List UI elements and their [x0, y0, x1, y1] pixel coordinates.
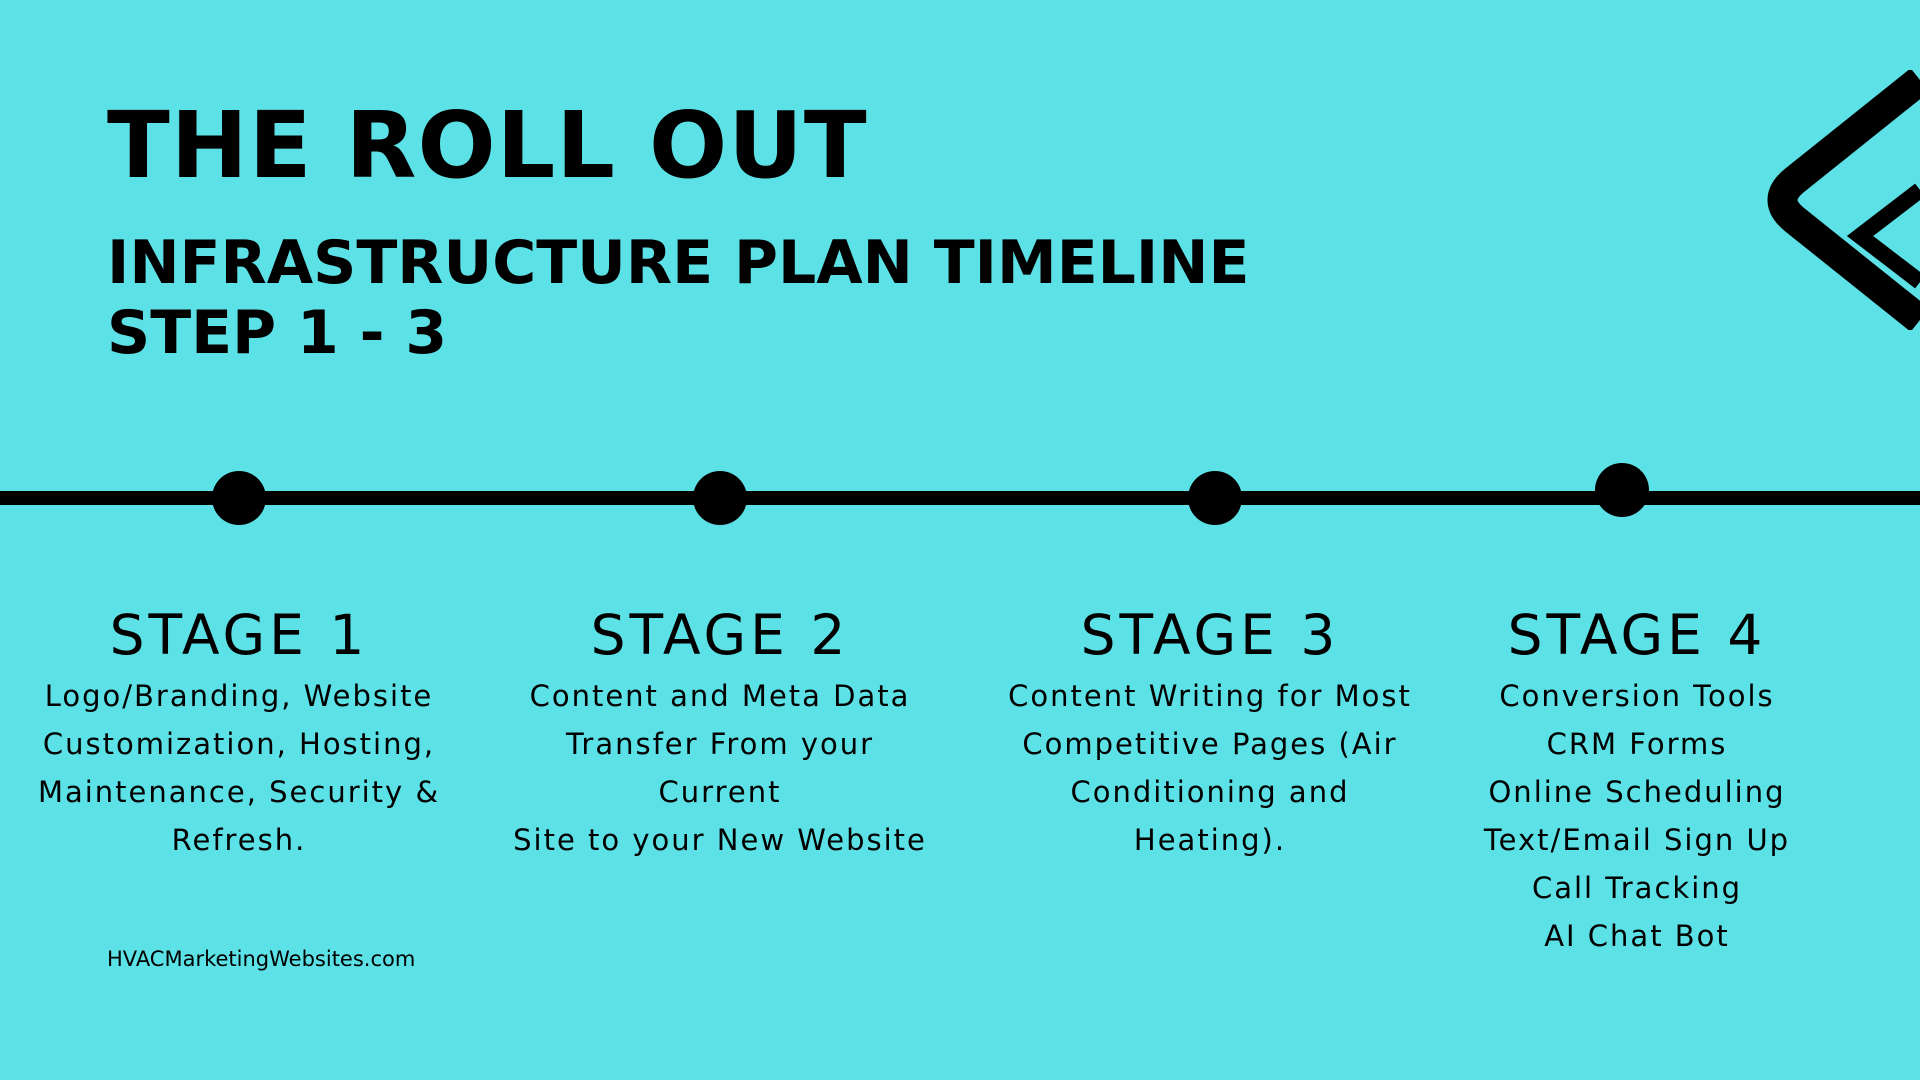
timeline-line [0, 491, 1920, 505]
stage-2: STAGE 2 Content and Meta Data Transfer F… [500, 600, 940, 864]
website-url: HVACMarketingWebsites.com [107, 947, 416, 971]
stage-title: STAGE 3 [1080, 603, 1340, 667]
stage-description: Conversion Tools CRM Forms Online Schedu… [1483, 679, 1791, 953]
stage-description: Logo/Branding, Website Customization, Ho… [37, 679, 441, 857]
timeline-node-stage-1 [212, 471, 266, 525]
stage-1: STAGE 1 Logo/Branding, Website Customiza… [19, 600, 459, 864]
timeline-node-stage-3 [1188, 471, 1242, 525]
stage-title: STAGE 4 [1507, 603, 1767, 667]
stage-description: Content Writing for Most Competitive Pag… [1008, 679, 1412, 857]
step-range: STEP 1 - 3 [107, 298, 448, 368]
stage-4: STAGE 4 Conversion Tools CRM Forms Onlin… [1417, 600, 1857, 960]
page-subtitle: INFRASTRUCTURE PLAN TIMELINE [107, 228, 1250, 298]
stage-title: STAGE 2 [590, 603, 850, 667]
page-title: THE ROLL OUT [107, 92, 868, 199]
timeline-node-stage-4 [1595, 463, 1649, 517]
stage-3: STAGE 3 Content Writing for Most Competi… [990, 600, 1430, 864]
stage-title: STAGE 1 [109, 603, 369, 667]
stage-description: Content and Meta Data Transfer From your… [513, 679, 927, 857]
double-chevron-left-icon [1767, 70, 1920, 330]
timeline-node-stage-2 [693, 471, 747, 525]
